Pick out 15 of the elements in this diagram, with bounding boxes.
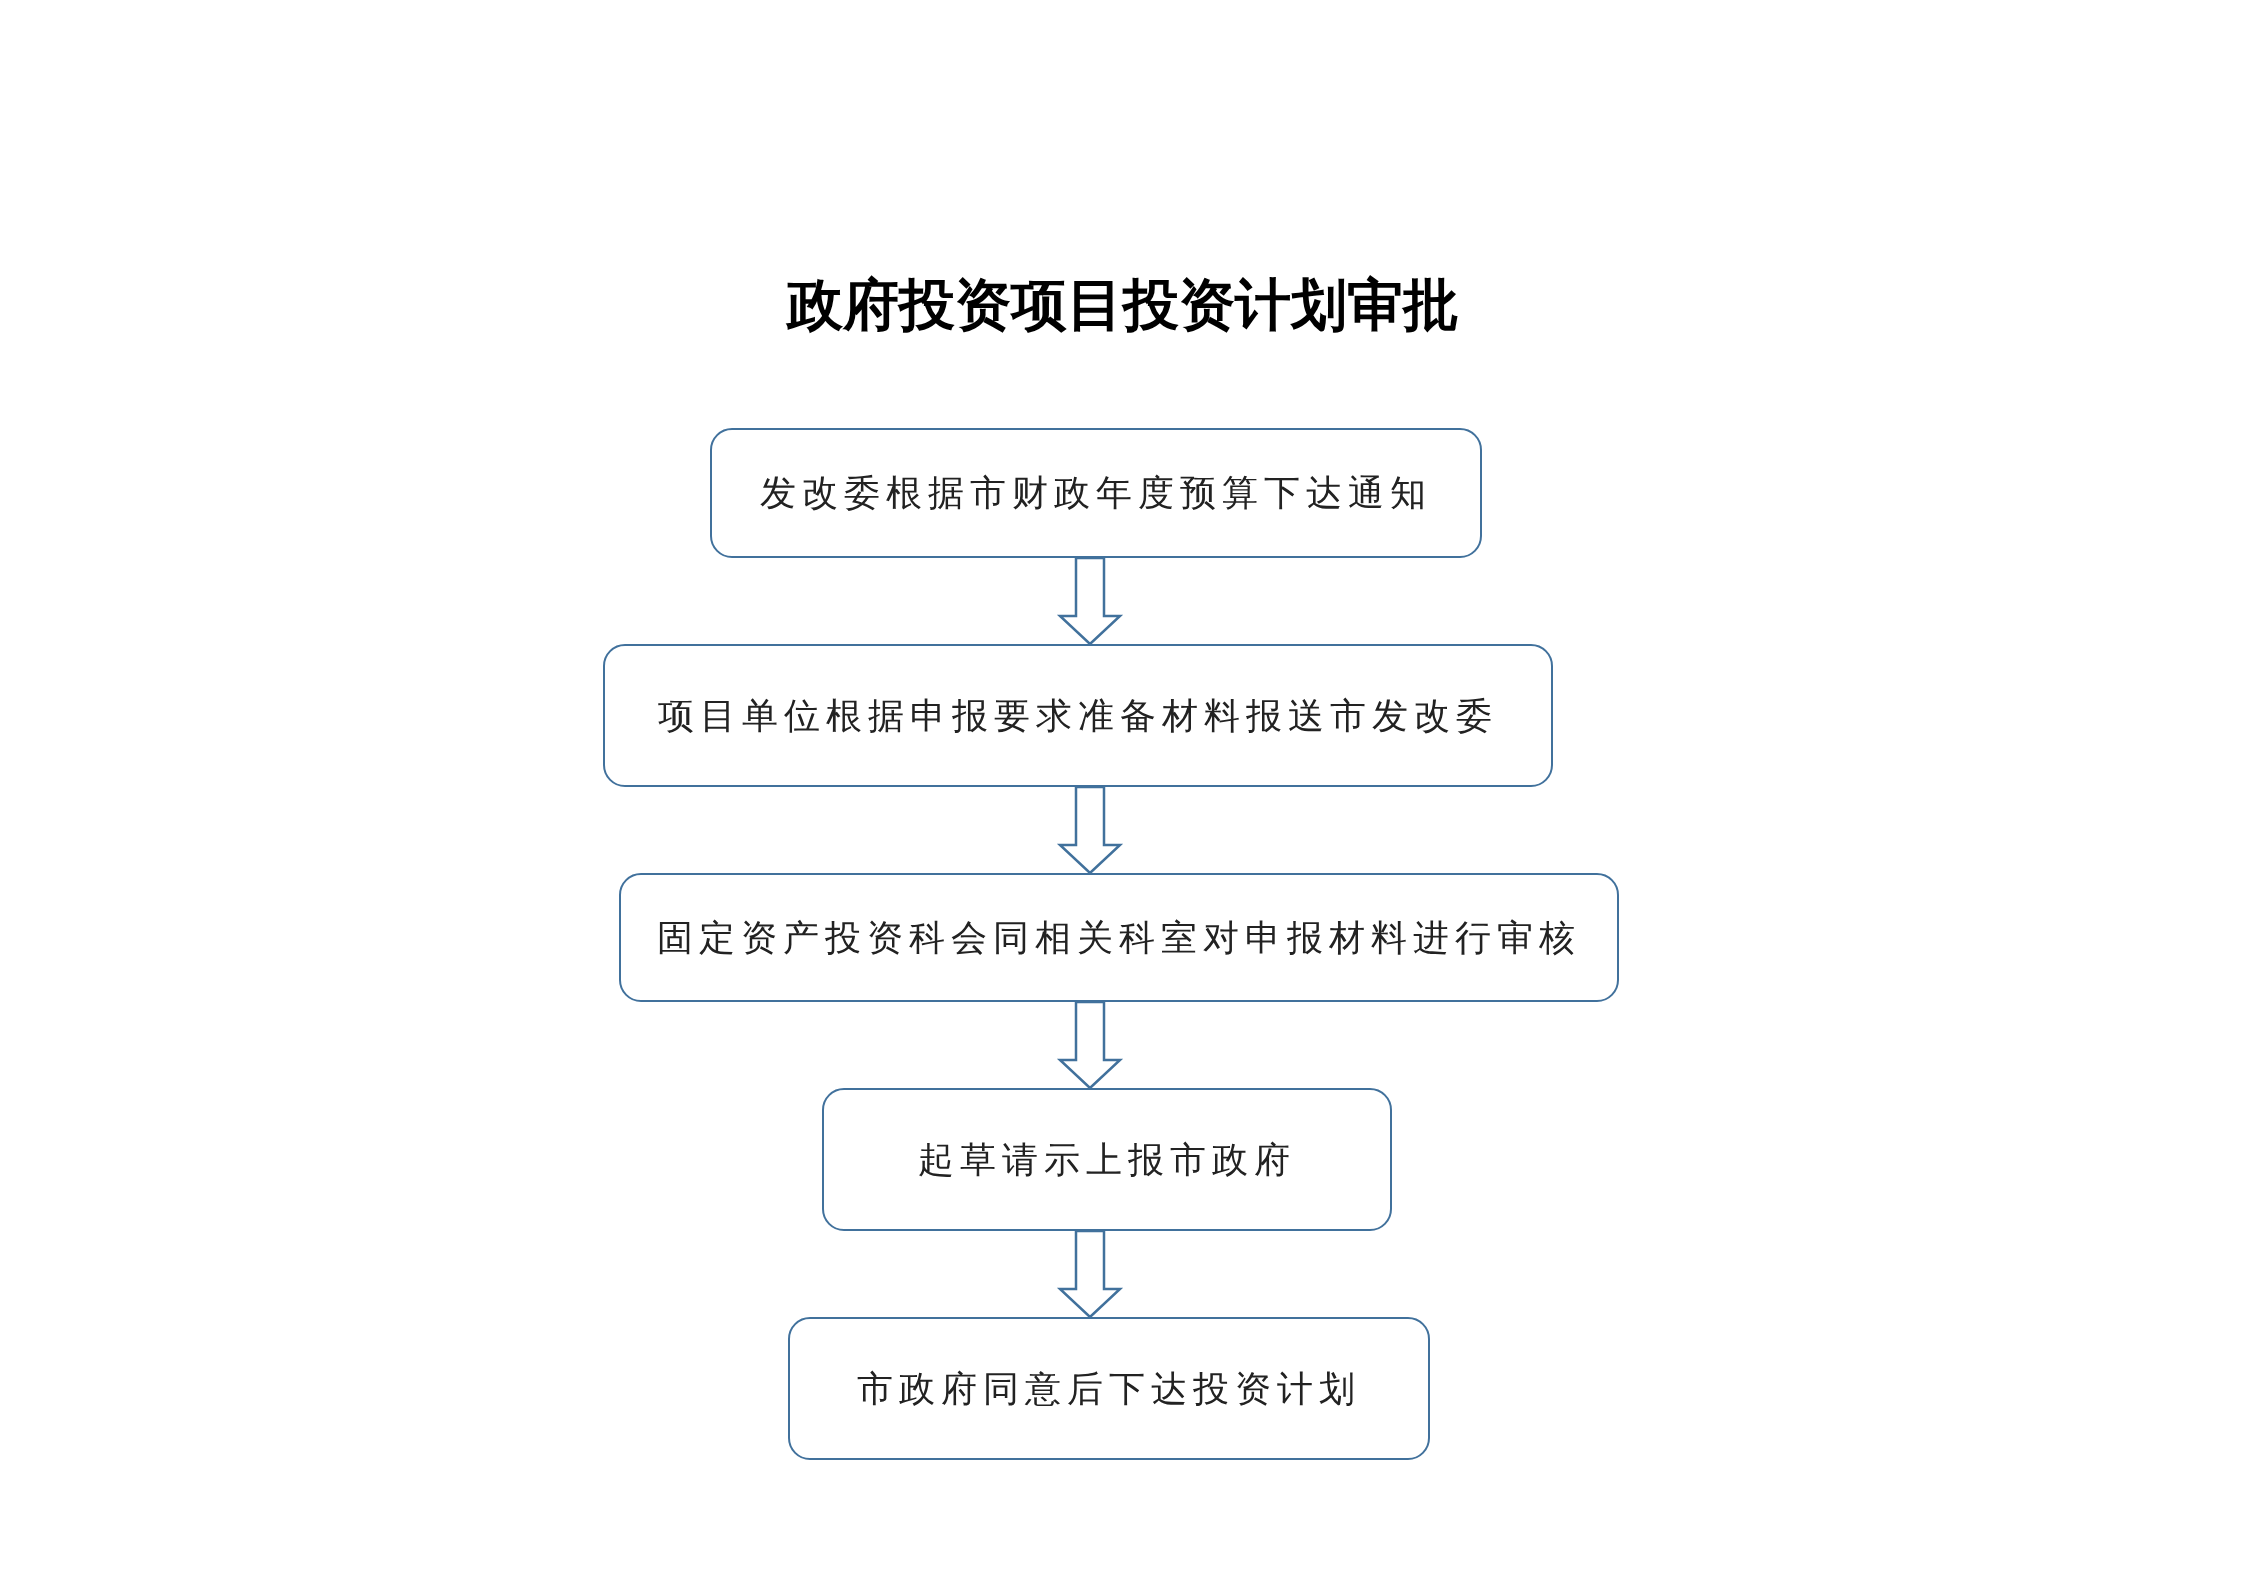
- block-arrow: [1056, 556, 1124, 646]
- process-box: [710, 428, 1482, 558]
- process-box: [788, 1317, 1430, 1460]
- diagram-title: 政府投资项目投资计划审批: [786, 270, 1459, 339]
- step-text: 项目单位根据申报要求准备材料报送市发改委: [658, 693, 1498, 738]
- block-arrow: [1056, 1000, 1124, 1090]
- step-text: 固定资产投资科会同相关科室对申报材料进行审核: [657, 915, 1581, 960]
- step-text: 市政府同意后下达投资计划: [857, 1366, 1361, 1411]
- block-arrow: [1056, 1229, 1124, 1319]
- step-text: 发改委根据市财政年度预算下达通知: [760, 471, 1432, 515]
- process-box: [822, 1088, 1392, 1231]
- block-arrow: [1056, 785, 1124, 875]
- step-text: 起草请示上报市政府: [918, 1137, 1296, 1182]
- process-box: [619, 873, 1619, 1002]
- process-box: [603, 644, 1553, 787]
